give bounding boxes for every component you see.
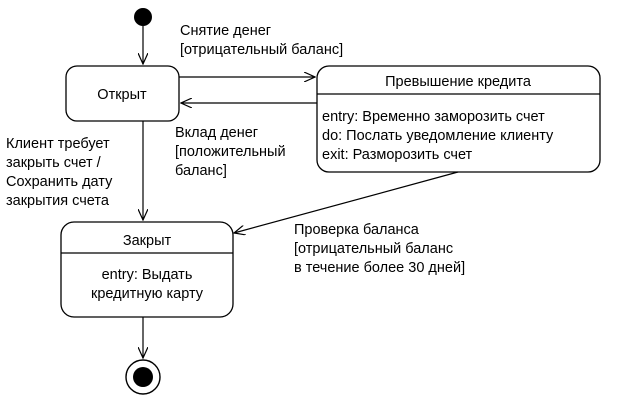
label-deposit-line: Вклад денег bbox=[175, 125, 258, 141]
state-open: Открыт bbox=[65, 65, 180, 122]
label-close: Клиент требует закрыть счет / Сохранить … bbox=[6, 136, 113, 209]
label-check-line: [отрицательный баланс bbox=[294, 241, 453, 257]
state-closed: Закрыт entry: Выдать кредитную карту bbox=[60, 221, 234, 318]
label-deposit-line: баланс] bbox=[175, 163, 227, 179]
transition-check-arrow bbox=[234, 171, 459, 233]
state-open-name: Открыт bbox=[97, 87, 147, 103]
label-close-line: закрыть счет / bbox=[6, 155, 102, 171]
label-withdraw-line: [отрицательный баланс] bbox=[180, 42, 343, 58]
state-closed-entry-cont: кредитную карту bbox=[91, 286, 204, 302]
label-withdraw-line: Снятие денег bbox=[180, 23, 271, 39]
state-overdraft: Превышение кредита entry: Временно замор… bbox=[316, 65, 601, 173]
label-withdraw: Снятие денег [отрицательный баланс] bbox=[180, 23, 343, 58]
state-overdraft-exit: exit: Разморозить счет bbox=[322, 147, 473, 163]
final-node bbox=[125, 359, 161, 395]
label-deposit: Вклад денег [положительный баланс] bbox=[175, 125, 286, 179]
initial-node bbox=[134, 8, 152, 26]
label-close-line: Сохранить дату bbox=[6, 174, 113, 190]
state-closed-entry: entry: Выдать bbox=[102, 267, 193, 283]
label-close-line: Клиент требует bbox=[6, 136, 110, 152]
label-check-line: в течение более 30 дней] bbox=[294, 260, 465, 276]
state-overdraft-do: do: Послать уведомление клиенту bbox=[322, 128, 554, 144]
label-deposit-line: [положительный bbox=[175, 144, 286, 160]
label-check-line: Проверка баланса bbox=[294, 222, 420, 238]
label-check: Проверка баланса [отрицательный баланс в… bbox=[294, 222, 465, 276]
state-overdraft-entry: entry: Временно заморозить счет bbox=[322, 109, 545, 125]
state-overdraft-name: Превышение кредита bbox=[385, 74, 532, 90]
label-close-line: закрытия счета bbox=[6, 193, 110, 209]
state-closed-name: Закрыт bbox=[123, 233, 172, 249]
